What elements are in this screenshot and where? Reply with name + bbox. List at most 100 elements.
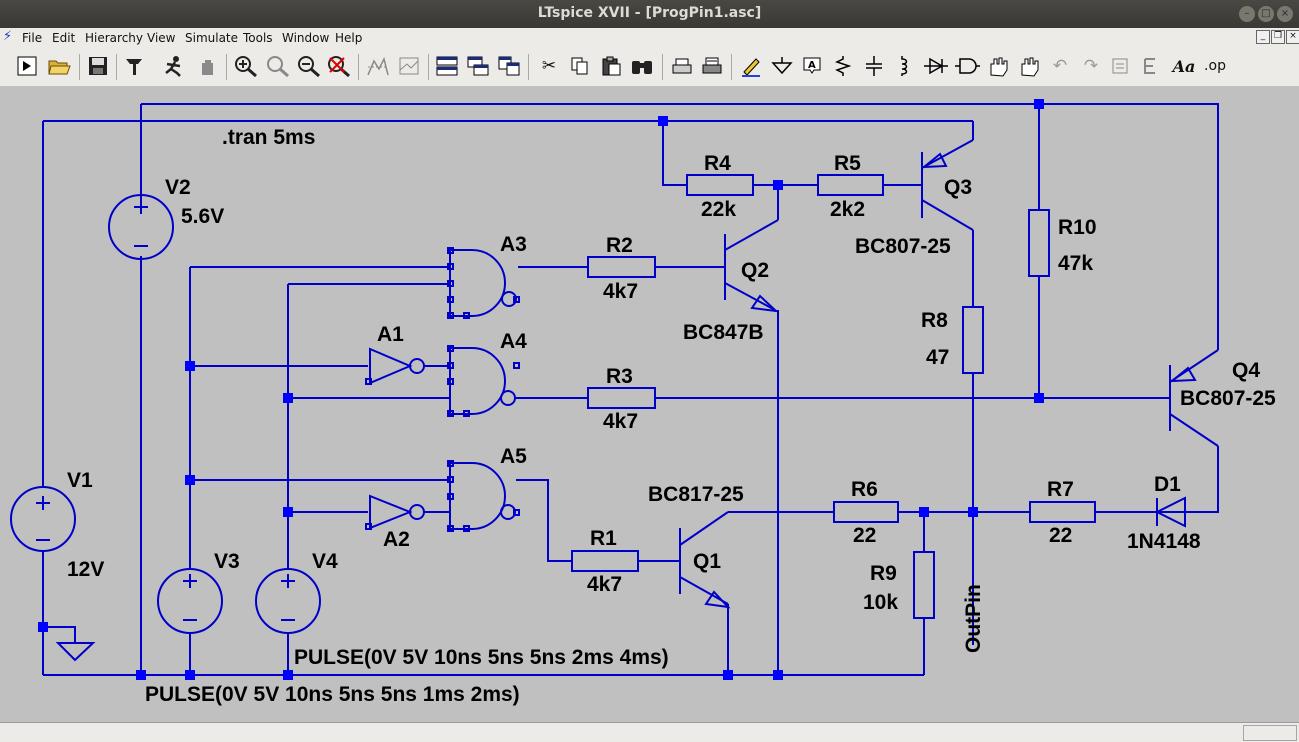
autorange-icon[interactable] — [364, 52, 392, 80]
a2-inverter[interactable] — [365, 494, 450, 530]
zoom-in-icon[interactable] — [232, 52, 260, 80]
r10-body[interactable] — [1028, 209, 1050, 277]
q3-value: BC807-25 — [855, 235, 951, 258]
a1-name: A1 — [377, 323, 404, 346]
menu-view[interactable]: View — [147, 31, 176, 45]
a3-nand-gate[interactable] — [447, 247, 520, 319]
minimize-icon[interactable]: – — [1239, 6, 1255, 22]
q2-npn-transistor[interactable] — [724, 219, 779, 313]
draw-wire-icon[interactable] — [737, 52, 765, 80]
mdi-minimize-icon[interactable]: _ — [1256, 30, 1270, 44]
r2-body[interactable] — [587, 256, 656, 278]
menu-file[interactable]: File — [22, 31, 43, 45]
maximize-icon[interactable]: □ — [1258, 6, 1274, 22]
net-label-outpin[interactable]: OutPin — [962, 584, 985, 653]
v2-symbol[interactable] — [108, 194, 174, 260]
spice-directive-icon[interactable]: .op — [1204, 58, 1226, 74]
r8-body[interactable] — [962, 306, 984, 374]
menu-hierarchy[interactable]: Hierarchy — [85, 31, 144, 45]
r4-value: 22k — [701, 198, 736, 221]
undo-icon[interactable]: ↶ — [1052, 56, 1068, 76]
redo-icon[interactable]: ↷ — [1083, 56, 1099, 76]
text-icon[interactable]: Aa — [1172, 56, 1196, 76]
v4-value: PULSE(0V 5V 10ns 5ns 5ns 2ms 4ms) — [294, 646, 669, 669]
plot-settings-icon[interactable] — [395, 52, 423, 80]
copy-icon[interactable] — [566, 52, 594, 80]
spice-directive[interactable]: .tran 5ms — [222, 126, 315, 149]
app-icon[interactable]: ⚡ — [3, 29, 13, 44]
mdi-restore-icon[interactable]: ❐ — [1271, 30, 1285, 44]
zoom-cancel-icon[interactable] — [325, 52, 353, 80]
r3-body[interactable] — [587, 387, 656, 409]
a5-nand-gate[interactable] — [447, 460, 520, 532]
mirror-icon[interactable] — [1139, 52, 1167, 80]
menu-tools[interactable]: Tools — [243, 31, 273, 45]
v4-symbol[interactable] — [255, 568, 321, 634]
menu-edit[interactable]: Edit — [52, 31, 76, 45]
q4-pnp-transistor[interactable] — [1169, 349, 1219, 447]
r9-body[interactable] — [913, 551, 935, 619]
close-icon[interactable]: × — [1277, 6, 1293, 22]
v3-name: V3 — [214, 550, 240, 573]
zoom-out-icon[interactable] — [295, 52, 323, 80]
mdi-close-icon[interactable]: × — [1286, 30, 1299, 44]
r8-name: R8 — [921, 309, 948, 332]
run-icon[interactable] — [13, 52, 41, 80]
component-icon[interactable] — [953, 52, 981, 80]
menu-window[interactable]: Window — [282, 31, 330, 45]
control-panel-icon[interactable] — [121, 52, 149, 80]
r6-body[interactable] — [833, 501, 899, 523]
r5-body[interactable] — [817, 174, 884, 196]
tile-vertical-icon[interactable] — [495, 52, 523, 80]
voltage-sources — [10, 194, 321, 634]
a1-inverter[interactable] — [365, 347, 450, 385]
r4-body[interactable] — [686, 174, 754, 196]
title-bar: LTspice XVII - [ProgPin1.asc] – □ × — [0, 0, 1299, 28]
r3-name: R3 — [606, 365, 633, 388]
q2-name: Q2 — [741, 259, 769, 282]
paste-icon[interactable] — [597, 52, 625, 80]
resistor-icon[interactable] — [829, 52, 857, 80]
r9-name: R9 — [870, 562, 897, 585]
r7-body[interactable] — [1029, 501, 1096, 523]
menu-help[interactable]: Help — [335, 31, 363, 45]
inductor-icon[interactable] — [890, 52, 918, 80]
open-icon[interactable] — [45, 52, 73, 80]
schematic-canvas[interactable]: .tran 5ms V1 12V V2 5.6V V3 PULSE(0V 5V … — [0, 86, 1299, 722]
print-icon[interactable] — [698, 52, 726, 80]
ground-icon[interactable] — [768, 52, 796, 80]
logic-gates — [365, 247, 520, 532]
v3-symbol[interactable] — [157, 568, 223, 634]
q1-npn-transistor[interactable] — [679, 511, 731, 609]
r1-body[interactable] — [571, 550, 639, 572]
zoom-pan-icon[interactable] — [264, 52, 292, 80]
cascade-icon[interactable] — [464, 52, 492, 80]
schematic[interactable]: .tran 5ms V1 12V V2 5.6V V3 PULSE(0V 5V … — [0, 86, 1299, 722]
diode-icon[interactable] — [922, 52, 950, 80]
cut-icon[interactable]: ✂ — [541, 56, 557, 76]
r4-name: R4 — [704, 152, 731, 175]
find-icon[interactable] — [628, 52, 656, 80]
hand-halt-icon[interactable] — [193, 52, 221, 80]
a2-name: A2 — [383, 528, 410, 551]
drag-icon[interactable] — [1015, 52, 1043, 80]
halt-icon[interactable] — [160, 52, 188, 80]
d1-diode[interactable] — [1154, 496, 1186, 528]
rotate-icon[interactable] — [1108, 52, 1136, 80]
q3-pnp-transistor[interactable] — [921, 139, 974, 231]
v1-name: V1 — [67, 469, 93, 492]
print-setup-icon[interactable] — [668, 52, 696, 80]
save-icon[interactable] — [84, 52, 112, 80]
move-icon[interactable] — [984, 52, 1012, 80]
transistors — [679, 139, 1219, 609]
capacitor-icon[interactable] — [860, 52, 888, 80]
v4-name: V4 — [312, 550, 338, 573]
q3-name: Q3 — [944, 176, 972, 199]
menu-simulate[interactable]: Simulate — [185, 31, 239, 45]
tile-horizontal-icon[interactable] — [433, 52, 461, 80]
a4-nand-gate[interactable] — [447, 345, 520, 417]
v1-symbol[interactable] — [10, 486, 76, 552]
v2-value: 5.6V — [181, 205, 224, 228]
a3-name: A3 — [500, 233, 527, 256]
label-net-icon[interactable]: A — [798, 52, 826, 80]
